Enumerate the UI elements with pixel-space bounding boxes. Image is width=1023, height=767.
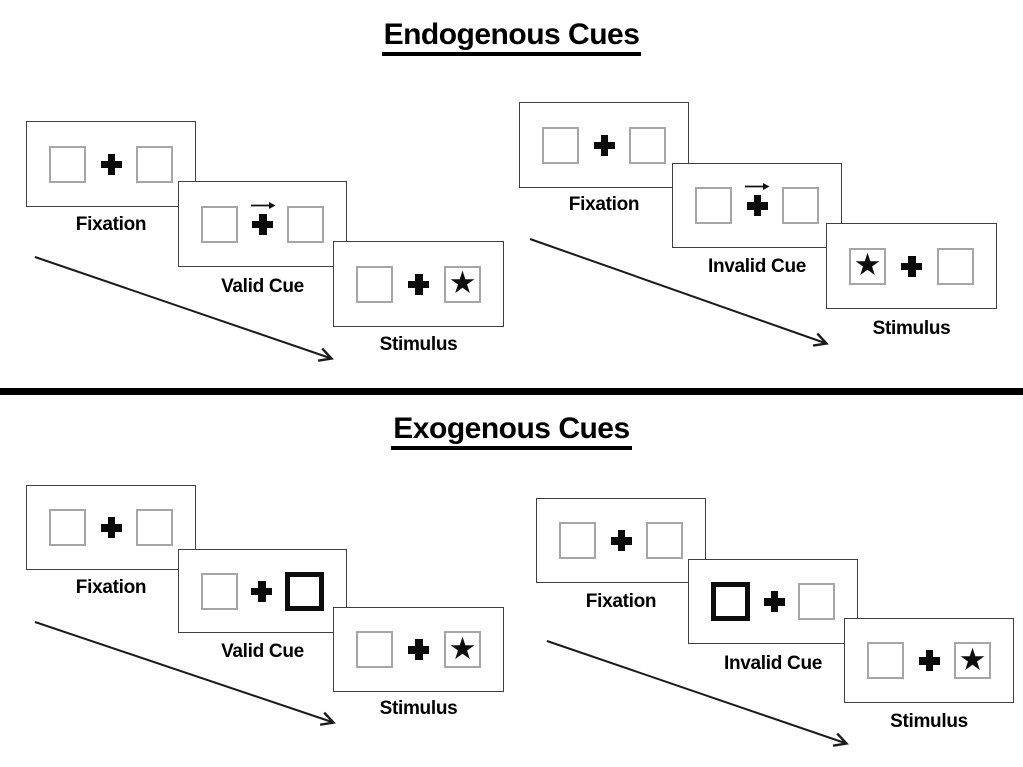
stimulus-panel: ★ xyxy=(333,241,504,327)
target-box: ★ xyxy=(849,247,886,285)
placeholder-box xyxy=(937,247,974,285)
placeholder-box xyxy=(629,126,666,164)
placeholder-box xyxy=(867,642,904,679)
fixation-cross-icon xyxy=(408,639,429,660)
panel-label: Invalid Cue xyxy=(723,653,823,674)
stimulus-panel: ★ xyxy=(844,618,1014,703)
placeholder-box xyxy=(49,145,86,183)
placeholder-box xyxy=(798,583,835,620)
star-icon: ★ xyxy=(958,641,987,677)
valid-cue-panel xyxy=(178,549,347,633)
placeholder-box xyxy=(201,205,238,243)
placeholder-box xyxy=(559,522,596,559)
placeholder-box xyxy=(287,205,324,243)
placeholder-box xyxy=(201,572,238,610)
target-box: ★ xyxy=(444,631,481,668)
fixation-cross-icon xyxy=(593,134,615,156)
valid-cue-panel xyxy=(178,181,347,267)
placeholder-box xyxy=(136,509,173,546)
target-box: ★ xyxy=(954,642,991,679)
panel-label: Stimulus xyxy=(379,334,458,355)
fixation-cross-icon xyxy=(408,273,429,295)
invalid-cue-panel xyxy=(688,559,858,644)
fixation-cross-icon xyxy=(100,153,122,175)
stimulus-panel: ★ xyxy=(333,607,504,692)
star-icon: ★ xyxy=(448,630,477,666)
target-box: ★ xyxy=(444,265,481,303)
cue-highlight-box xyxy=(711,582,750,621)
timeline-arrow xyxy=(34,256,330,358)
stimulus-panel: ★ xyxy=(826,223,997,309)
placeholder-box xyxy=(136,145,173,183)
panel-label: Valid Cue xyxy=(221,276,304,297)
right-arrow-icon xyxy=(250,201,275,209)
placeholder-box xyxy=(646,522,683,559)
star-icon: ★ xyxy=(853,247,882,282)
fixation-panel xyxy=(519,102,689,188)
timeline-arrow xyxy=(529,238,825,343)
fixation-cross-icon xyxy=(610,530,632,551)
fixation-cross-icon xyxy=(746,195,768,216)
panel-label: Fixation xyxy=(568,194,640,215)
section-title-exogenous: Exogenous Cues xyxy=(0,412,1023,450)
panel-label: Valid Cue xyxy=(221,641,304,662)
panel-label: Stimulus xyxy=(872,318,951,339)
placeholder-box xyxy=(542,126,579,164)
fixation-cross-icon xyxy=(251,580,272,602)
fixation-cross-icon xyxy=(100,517,122,538)
fixation-cross-icon xyxy=(918,650,940,671)
panel-label: Fixation xyxy=(585,591,657,612)
placeholder-box xyxy=(356,631,393,668)
section-title-endogenous: Endogenous Cues xyxy=(0,18,1023,56)
panel-label: Stimulus xyxy=(379,698,458,719)
timeline-arrow xyxy=(34,621,332,722)
fixation-panel xyxy=(26,121,196,207)
panel-label: Fixation xyxy=(75,214,147,235)
cue-highlight-box xyxy=(285,571,324,611)
fixation-cross-icon xyxy=(901,255,922,277)
timeline-arrow xyxy=(546,640,845,743)
panel-label: Fixation xyxy=(75,577,147,598)
panel-label: Invalid Cue xyxy=(707,256,807,277)
placeholder-box xyxy=(695,187,732,224)
fixation-panel xyxy=(26,485,196,570)
fixation-panel xyxy=(536,498,706,583)
fixation-cross-icon xyxy=(763,591,785,612)
panel-label: Stimulus xyxy=(890,711,968,732)
section-divider xyxy=(0,388,1023,395)
invalid-cue-panel xyxy=(672,163,842,248)
right-arrow-icon xyxy=(745,183,770,190)
placeholder-box xyxy=(356,265,393,303)
placeholder-box xyxy=(49,509,86,546)
star-icon: ★ xyxy=(448,265,477,300)
fixation-cross-icon xyxy=(252,213,273,235)
placeholder-box xyxy=(782,187,819,224)
